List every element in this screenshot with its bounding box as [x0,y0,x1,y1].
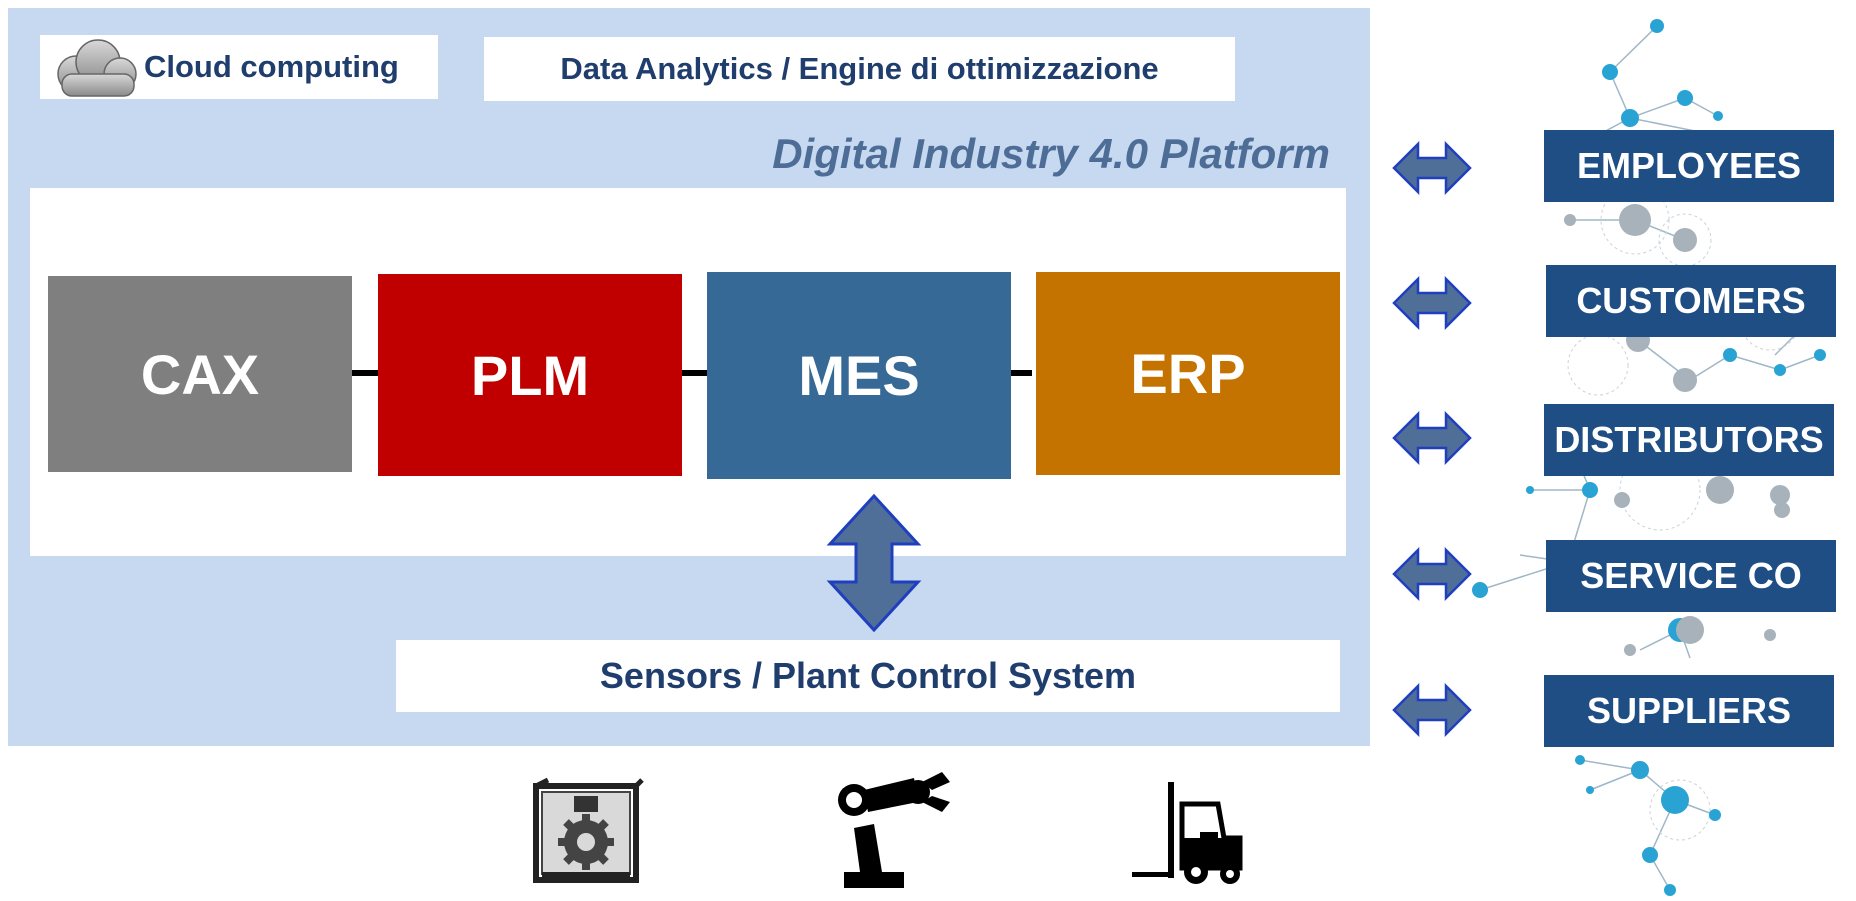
cloud-icon [57,39,137,97]
stakeholder-customers: CUSTOMERS [1546,265,1836,337]
robot-arm-icon [838,772,950,888]
stakeholder-label: DISTRIBUTORS [1554,419,1824,460]
stakeholder-distributors: DISTRIBUTORS [1544,404,1834,476]
stakeholder-service-co: SERVICE CO [1546,540,1836,612]
stakeholder-employees: EMPLOYEES [1544,130,1834,202]
module-cax: CAX [48,276,352,472]
module-label: MES [798,344,920,407]
sensors-box: Sensors / Plant Control System [396,640,1340,712]
data-analytics-label: Data Analytics / Engine di ottimizzazion… [560,51,1159,86]
stakeholder-label: CUSTOMERS [1576,280,1806,321]
module-plm: PLM [378,274,682,476]
module-label: ERP [1130,342,1246,405]
module-connector-line [352,370,1032,376]
vertical-double-arrow-icon [826,493,922,633]
stakeholder-suppliers: SUPPLIERS [1544,675,1834,747]
3d-printer-icon [533,777,644,883]
module-label: CAX [140,342,260,406]
stakeholder-label: SERVICE CO [1580,555,1802,596]
data-analytics-box: Data Analytics / Engine di ottimizzazion… [484,37,1235,101]
double-arrow-service-co-icon [1392,546,1472,602]
cloud-computing-label: Cloud computing [144,49,399,84]
module-label: PLM [470,343,590,407]
module-mes: MES [707,272,1011,479]
sensors-label: Sensors / Plant Control System [599,655,1137,696]
double-arrow-distributors-icon [1392,410,1472,466]
stakeholder-label: SUPPLIERS [1586,690,1792,731]
double-arrow-customers-icon [1392,275,1472,331]
module-erp: ERP [1036,272,1340,475]
double-arrow-employees-icon [1392,140,1472,196]
forklift-icon [1132,782,1243,884]
stakeholder-label: EMPLOYEES [1576,145,1802,186]
double-arrow-suppliers-icon [1392,682,1472,738]
platform-title: Digital Industry 4.0 Platform [772,130,1330,177]
network-graph-icon [1472,19,1826,896]
